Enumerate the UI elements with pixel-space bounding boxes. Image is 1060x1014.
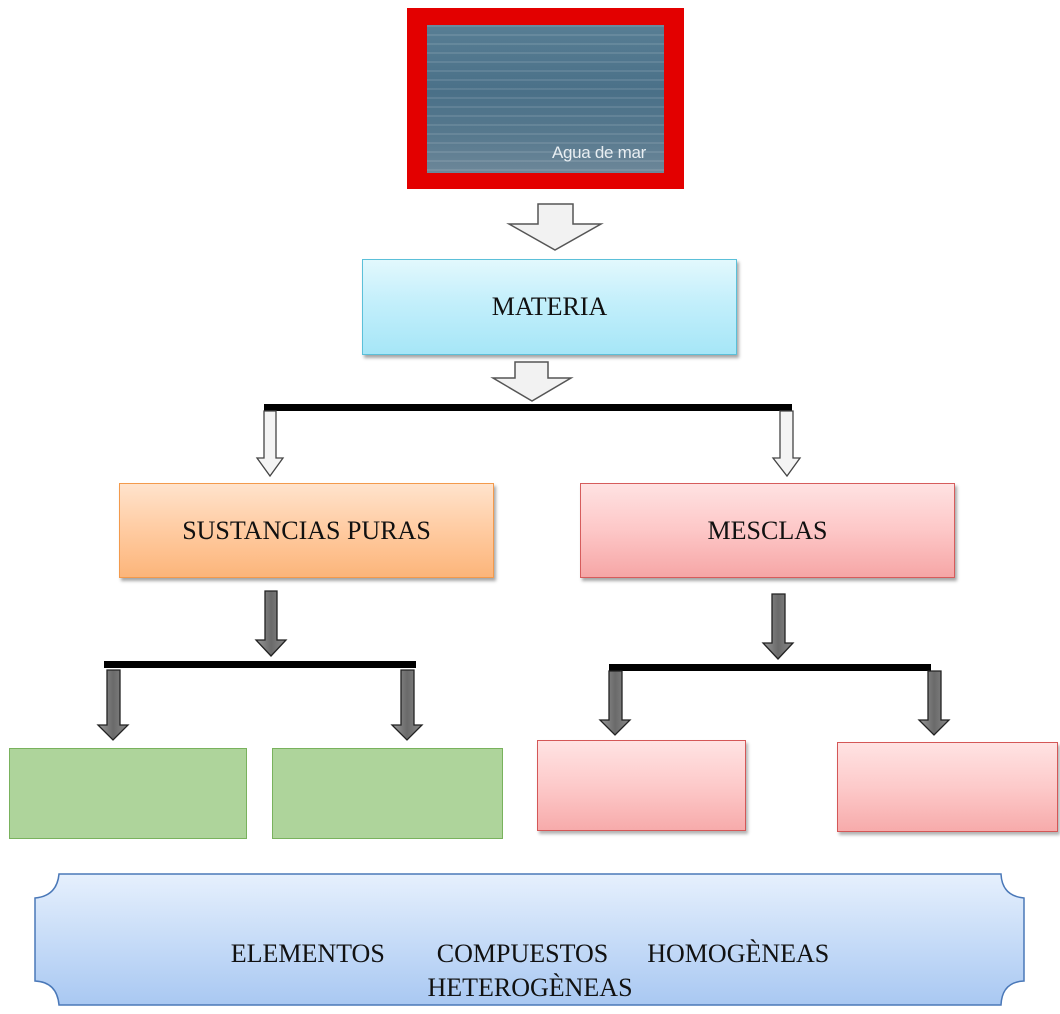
arrow-to-heterogeneas bbox=[917, 670, 951, 736]
word-bank: ELEMENTOS COMPUESTOS HOMOGÈNEAS HETEROGÈ… bbox=[60, 937, 1000, 1005]
arrow-materia-to-branches bbox=[490, 361, 574, 402]
arrow-sustancias-down bbox=[254, 590, 288, 657]
word-bank-line-2: HETEROGÈNEAS bbox=[427, 973, 633, 1002]
arrow-photo-to-materia bbox=[506, 203, 604, 251]
node-sustancias-puras: SUSTANCIAS PURAS bbox=[119, 483, 494, 578]
node-mesclas: MESCLAS bbox=[580, 483, 955, 578]
arrow-mesclas-down bbox=[761, 593, 795, 660]
word-bank-line-1: ELEMENTOS COMPUESTOS HOMOGÈNEAS bbox=[230, 939, 830, 968]
word-bank-shape bbox=[34, 873, 1025, 1006]
photo-caption: Agua de mar bbox=[551, 143, 646, 162]
arrow-to-mesclas bbox=[771, 410, 802, 478]
sea-water-photo: Agua de mar bbox=[427, 25, 664, 173]
arrow-to-elementos bbox=[96, 669, 130, 741]
branch-bar-top bbox=[264, 404, 792, 411]
node-mesclas-label: MESCLAS bbox=[707, 515, 828, 545]
blank-box-right-1[interactable] bbox=[537, 740, 746, 831]
blank-box-left-2[interactable] bbox=[272, 748, 503, 839]
node-sustancias-label: SUSTANCIAS PURAS bbox=[182, 515, 431, 545]
branch-bar-left bbox=[104, 661, 416, 668]
blank-box-left-1[interactable] bbox=[9, 748, 247, 839]
arrow-to-sustancias bbox=[255, 410, 285, 478]
arrow-to-compuestos bbox=[390, 669, 424, 741]
blank-box-right-2[interactable] bbox=[837, 742, 1058, 832]
branch-bar-right bbox=[609, 664, 931, 671]
node-materia: MATERIA bbox=[362, 259, 737, 355]
arrow-to-homogeneas bbox=[598, 670, 632, 736]
node-materia-label: MATERIA bbox=[491, 292, 608, 321]
